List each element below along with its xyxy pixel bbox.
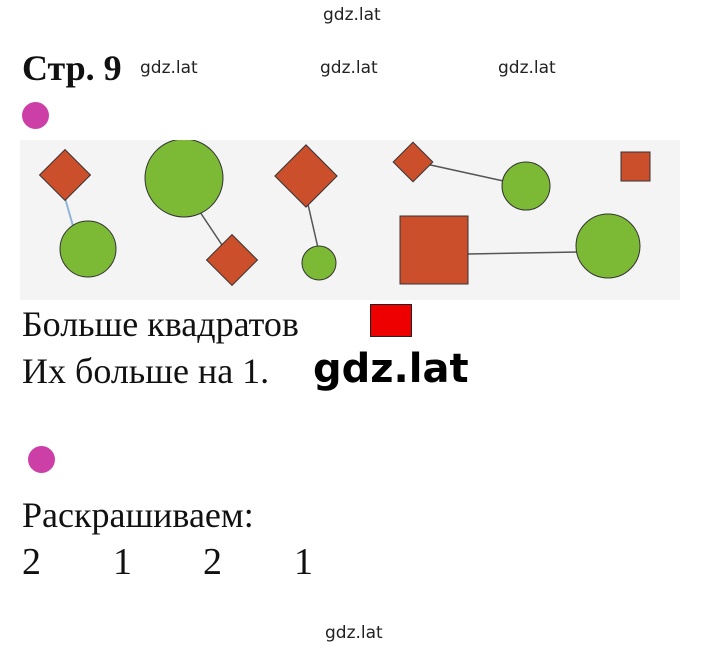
coloring-number: 1 — [294, 541, 313, 583]
link-line — [306, 199, 319, 249]
circle-shape — [59, 220, 117, 278]
bullet-dot-2 — [28, 446, 55, 473]
watermark-row-1: gdz.lat — [140, 58, 198, 78]
coloring-number: 2 — [22, 541, 41, 583]
square-shape — [620, 151, 651, 182]
coloring-number: 2 — [203, 541, 222, 583]
illustration-background — [20, 140, 680, 300]
shapes-illustration — [20, 140, 680, 300]
watermark-row-3: gdz.lat — [498, 58, 556, 78]
answer-text-more-squares: Больше квадратов — [22, 304, 299, 344]
circle-shape — [301, 245, 337, 281]
circle-shape — [144, 140, 224, 218]
answer-line-2: Их больше на 1. — [22, 351, 270, 391]
red-square-answer — [370, 304, 412, 337]
square-shape — [392, 141, 434, 183]
coloring-number: 1 — [113, 541, 132, 583]
answer-line-1: Больше квадратов — [22, 306, 299, 342]
square-shape — [399, 215, 469, 285]
bullet-dot-1 — [22, 102, 49, 129]
square-shape — [38, 148, 92, 202]
circle-shape — [501, 161, 551, 211]
link-line — [425, 163, 509, 183]
square-shape — [274, 144, 338, 208]
circle-shape — [575, 213, 641, 279]
watermark-top: gdz.lat — [323, 5, 381, 25]
watermark-bottom: gdz.lat — [325, 623, 383, 643]
square-shape — [205, 233, 259, 287]
page-title: Стр. 9 — [22, 48, 122, 88]
link-line — [467, 251, 579, 255]
coloring-label: Раскрашиваем: — [22, 495, 254, 535]
watermark-big: gdz.lat — [313, 346, 469, 392]
watermark-row-2: gdz.lat — [320, 58, 378, 78]
